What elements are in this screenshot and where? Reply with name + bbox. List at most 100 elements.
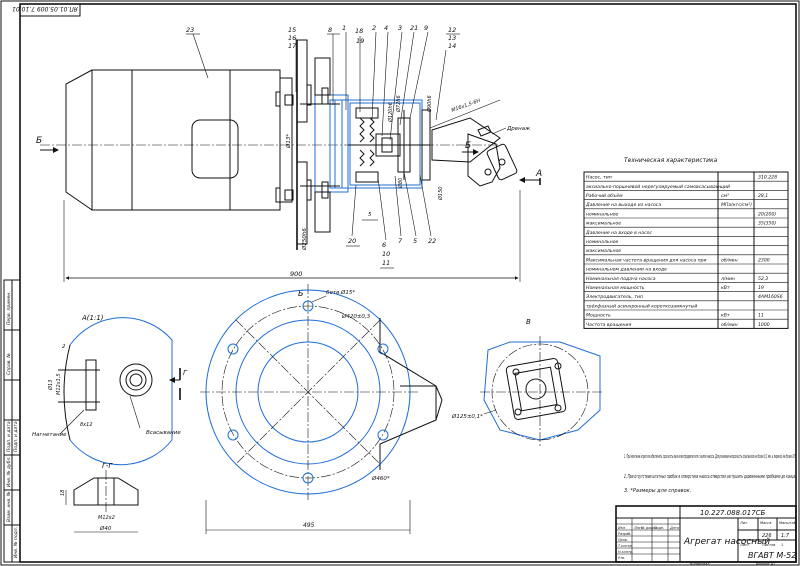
tech-unit: см³ — [721, 193, 729, 199]
svg-text:3: 3 — [398, 24, 402, 32]
svg-text:Пров.: Пров. — [618, 538, 628, 542]
tech-param: Номинальная подача насоса — [586, 276, 656, 282]
svg-text:Подп.: Подп. — [654, 526, 664, 530]
label-discharge: Нагнетание — [32, 432, 67, 438]
thread-label: М16х1,5-6Н — [451, 98, 482, 114]
svg-text:11: 11 — [382, 259, 390, 267]
svg-text:16: 16 — [288, 34, 296, 42]
tech-unit: кВт — [721, 285, 730, 291]
svg-text:Изм.: Изм. — [618, 526, 626, 530]
svg-text:1: 1 — [342, 24, 346, 32]
arrow-a-label: А — [535, 169, 542, 179]
scale-value: 1:7 — [781, 533, 790, 539]
electric-motor — [65, 69, 294, 211]
view-v-title: В — [526, 318, 531, 326]
tech-value: 52,3 — [758, 276, 768, 282]
svg-text:Листов: Листов — [761, 543, 775, 547]
svg-text:6: 6 — [382, 241, 386, 249]
pump-head — [429, 99, 518, 187]
tech-row: номинальное — [586, 240, 619, 245]
svg-text:Копировал: Копировал — [690, 562, 710, 566]
tech-table-frame — [583, 171, 789, 329]
svg-text:2: 2 — [372, 24, 376, 32]
svg-text:8: 8 — [328, 26, 332, 34]
mass-value: 226 — [762, 533, 772, 539]
label-suction: Всасывание — [146, 430, 181, 436]
drain-label: Дренаж — [506, 126, 530, 132]
note-2: 2. При отсутствии штатных пробок в отвер… — [624, 474, 796, 480]
tech-value: 2300 — [758, 257, 770, 263]
svg-text:Лист: Лист — [633, 526, 644, 530]
svg-text:Т.контр.: Т.контр. — [618, 544, 633, 548]
svg-text:22: 22 — [428, 237, 436, 245]
tech-row: аксиально-поршневой нерегулируемый самов… — [586, 184, 730, 190]
strip-replace-inv: Взам. инв. № — [6, 491, 12, 522]
left-binding-strip: Перв. примен. Справ. № Подп. и дата Инв.… — [3, 279, 21, 563]
tech-value: 310.228 — [758, 175, 777, 181]
tech-row: номинальном давлении на входе — [586, 268, 667, 273]
svg-text:Масштаб: Масштаб — [779, 521, 797, 525]
doc-number: 10.227.088.017СБ — [700, 509, 766, 517]
view-g-label-top: Г — [183, 369, 188, 377]
section-arrows: Б Б А — [36, 136, 542, 185]
notes: 1. При монтаже агрегата обеспечить соосн… — [624, 454, 796, 494]
svg-text:Ø80: Ø80 — [397, 178, 404, 189]
tech-value: 19 — [758, 285, 764, 291]
tech-unit: кВт — [721, 313, 730, 319]
strip-sign-date-1: Подп. и дата — [6, 421, 12, 452]
top-stamp: ЯП.01.05.009 7.10.01 — [12, 3, 81, 17]
strip-ref-no: Справ. № — [6, 353, 12, 375]
tech-value: 35(350) — [758, 221, 776, 227]
callouts-bottom: 20 6 10 11 7 5 22 — [346, 171, 436, 269]
svg-text:9: 9 — [424, 24, 428, 32]
tech-param: аксиально-поршневой нерегулируемый самов… — [586, 184, 730, 190]
section-gg: Г-Г 18 М12х2 Ø40 — [60, 462, 139, 533]
tech-param: Максимальная частота вращения для насоса… — [586, 257, 707, 263]
tech-param: Мощность — [586, 313, 611, 319]
note-1: 1. При монтаже агрегата обеспечить соосн… — [624, 454, 796, 460]
svg-text:Н.контр.: Н.контр. — [618, 550, 633, 554]
assembly-name: Агрегат насосный — [683, 537, 770, 547]
tech-value: 4АМ160S6 — [758, 294, 783, 300]
dim-b-bolt-circle: Ø420±0,3 — [341, 313, 371, 320]
svg-text:15: 15 — [288, 26, 296, 34]
svg-text:М12х2: М12х2 — [98, 515, 115, 521]
dim-b-width: 495 — [303, 522, 315, 529]
tech-unit: об/мин — [721, 257, 738, 263]
tech-row: Давление на входе в насос — [585, 230, 652, 236]
svg-text:7: 7 — [398, 237, 403, 245]
svg-text:Ø72h6: Ø72h6 — [395, 95, 402, 113]
svg-text:Лист: Лист — [739, 543, 750, 547]
tech-param: номинальном давлении на входе — [586, 268, 667, 273]
tech-row: Максимальная частота вращения для насоса… — [586, 257, 770, 263]
svg-text:М12х1,5: М12х1,5 — [56, 373, 62, 395]
svg-text:18: 18 — [355, 27, 363, 35]
strip-first-use: Перв. примен. — [6, 291, 12, 325]
svg-text:№ докум.: № докум. — [640, 526, 658, 530]
svg-text:Масса: Масса — [760, 521, 771, 525]
view-v: В Ø125±0,1* — [451, 318, 604, 446]
callout-23: 23 — [186, 26, 194, 34]
svg-text:20: 20 — [348, 237, 356, 245]
tech-value: 20(200) — [758, 211, 776, 217]
svg-text:10: 10 — [382, 250, 390, 258]
tech-param: максимальное — [586, 222, 621, 227]
svg-text:Ø13*: Ø13* — [285, 134, 292, 149]
tech-param: максимальное — [586, 249, 621, 254]
view-b-title: Б — [298, 289, 304, 298]
dim-v-circle: Ø125±0,1* — [451, 413, 483, 420]
strip-sign-date-2: Подп. и дата — [13, 421, 19, 452]
callouts-top: 15 16 17 8 1 18 19 2 4 3 21 9 12 13 14 — [288, 24, 460, 141]
svg-text:Ø13: Ø13 — [47, 380, 54, 391]
svg-text:14: 14 — [448, 42, 456, 50]
note-3: 3. *Размеры для справок. — [624, 488, 691, 494]
svg-text:1: 1 — [781, 543, 783, 547]
